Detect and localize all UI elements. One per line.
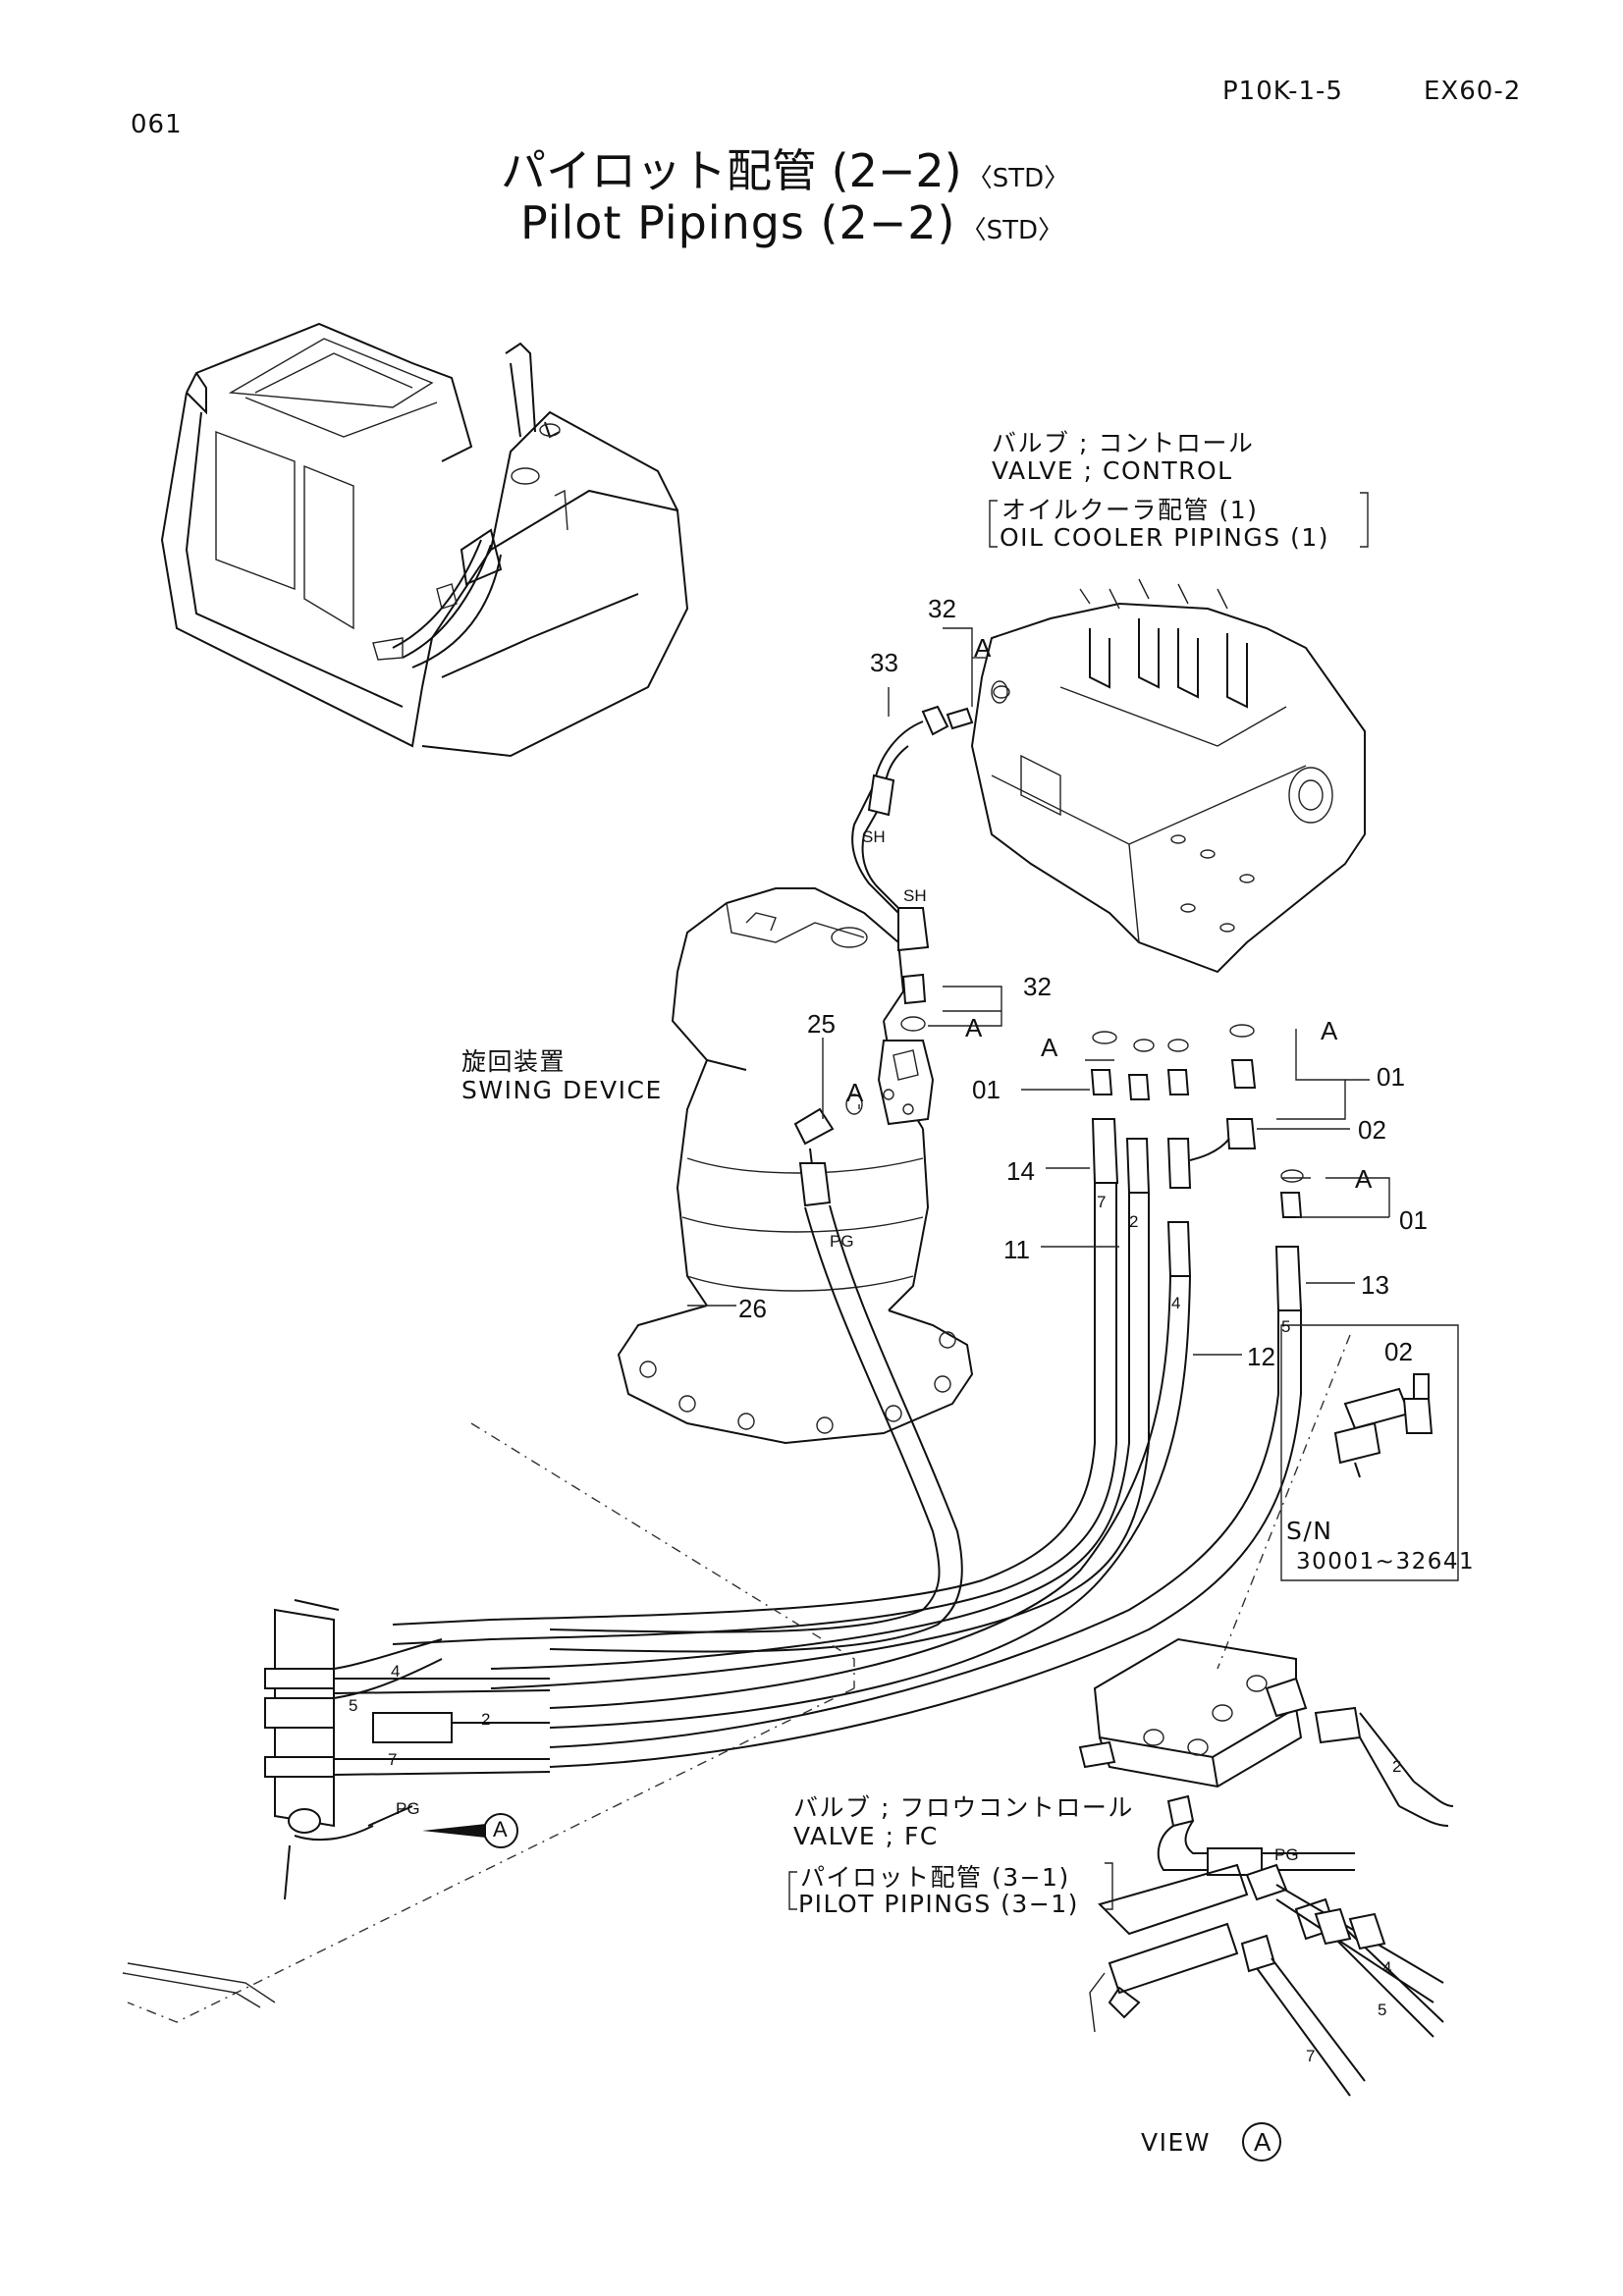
part-01-low: 01 [1399, 1205, 1428, 1235]
swing-device-en-label: SWING DEVICE [461, 1076, 663, 1104]
part-32-top: 32 [928, 594, 956, 623]
hose-mark-pg-1: PG [830, 1232, 854, 1251]
hose-mark-sh-2: SH [903, 886, 927, 905]
excavator-overview [160, 322, 689, 758]
hose-mark-5: 5 [1281, 1317, 1291, 1336]
part-02: 02 [1358, 1115, 1386, 1145]
manifold-mark-4: 4 [391, 1662, 401, 1681]
hose-mark-7: 7 [1097, 1193, 1107, 1211]
title-en-line: Pilot Pipings (2−2) 〈STD〉 [520, 196, 1063, 249]
hose-33-assembly [851, 680, 1008, 1032]
label-brackets [788, 492, 1369, 1910]
pilot-pipings-jp-label: パイロット配管 (3−1) [800, 1863, 1070, 1892]
a-callout-3: A [846, 1078, 864, 1107]
part-32-mid: 32 [1023, 972, 1052, 1001]
model-code: EX60-2 [1424, 77, 1522, 106]
swing-device [617, 887, 974, 1445]
a-callout-4: A [1041, 1033, 1058, 1062]
a-callout-2: A [965, 1013, 983, 1042]
control-valve-block [970, 578, 1366, 974]
pilot-pipings-en-label: PILOT PIPINGS (3−1) [798, 1890, 1079, 1918]
hose-mark-pg-2: PG [396, 1799, 420, 1818]
view-circle-letter: A [1254, 2127, 1271, 2157]
valve-fc-jp-label: バルブ ; フロウコントロール [793, 1793, 1134, 1822]
title-en-tag: 〈STD〉 [960, 216, 1064, 245]
part-25: 25 [807, 1009, 836, 1039]
part-13: 13 [1361, 1270, 1389, 1300]
fc-valve [1078, 1637, 1454, 2097]
fc-mark-4: 4 [1382, 1958, 1392, 1977]
hose-mark-pg-3: PG [1274, 1845, 1299, 1864]
part-01-left: 01 [972, 1075, 1001, 1104]
title-jp-line: パイロット配管 (2−2) 〈STD〉 [501, 135, 1069, 200]
hose-mark-2: 2 [1129, 1212, 1139, 1231]
valve-control-en-label: VALVE ; CONTROL [992, 456, 1233, 485]
part-14: 14 [1006, 1156, 1035, 1186]
view-a-pointer [422, 1813, 1281, 2162]
valve-fc-en-label: VALVE ; FC [793, 1822, 939, 1850]
fc-mark-2: 2 [1392, 1757, 1402, 1776]
a-callout-1: A [974, 633, 992, 663]
pointer-circle-letter: A [493, 1817, 508, 1842]
a-callout-5: A [1321, 1016, 1338, 1045]
oil-cooler-en-label: OIL COOLER PIPINGS (1) [1000, 523, 1329, 552]
sn-range: 30001~32641 [1296, 1549, 1476, 1575]
hose-26-assembly [549, 1094, 963, 1653]
fc-mark-5: 5 [1378, 2001, 1387, 2019]
left-manifold [264, 1599, 551, 1900]
title-en: Pilot Pipings (2−2) [520, 196, 956, 249]
hoses-bundle [294, 1024, 1304, 1768]
part-01-right: 01 [1377, 1062, 1405, 1092]
sn-inset [1280, 1324, 1459, 1581]
title-jp-tag: 〈STD〉 [966, 164, 1070, 193]
leaders [687, 627, 1390, 1356]
manifold-mark-7: 7 [388, 1750, 398, 1769]
swing-device-jp-label: 旋回装置 [461, 1047, 567, 1076]
hose-mark-4: 4 [1171, 1294, 1181, 1312]
sn-label: S/N [1286, 1517, 1333, 1545]
part-26: 26 [738, 1294, 767, 1323]
section-code: P10K-1-5 [1222, 77, 1343, 106]
title-jp: パイロット配管 (2−2) [501, 144, 962, 197]
valve-control-jp-label: バルブ ; コントロール [992, 429, 1255, 457]
hose-mark-sh-1: SH [862, 828, 886, 846]
guide-lines [122, 1334, 1351, 2023]
manifold-mark-5: 5 [349, 1696, 358, 1715]
part-12: 12 [1247, 1342, 1275, 1371]
part-11: 11 [1003, 1235, 1030, 1264]
page-code: 061 [131, 110, 183, 139]
oil-cooler-jp-label: オイルクーラ配管 (1) [1001, 496, 1259, 524]
a-callout-6: A [1355, 1164, 1373, 1194]
manifold-mark-2: 2 [481, 1710, 491, 1729]
part-33: 33 [870, 648, 898, 677]
view-label: VIEW [1141, 2128, 1211, 2157]
fc-mark-7: 7 [1306, 2047, 1316, 2065]
part-02-inset: 02 [1384, 1337, 1413, 1366]
